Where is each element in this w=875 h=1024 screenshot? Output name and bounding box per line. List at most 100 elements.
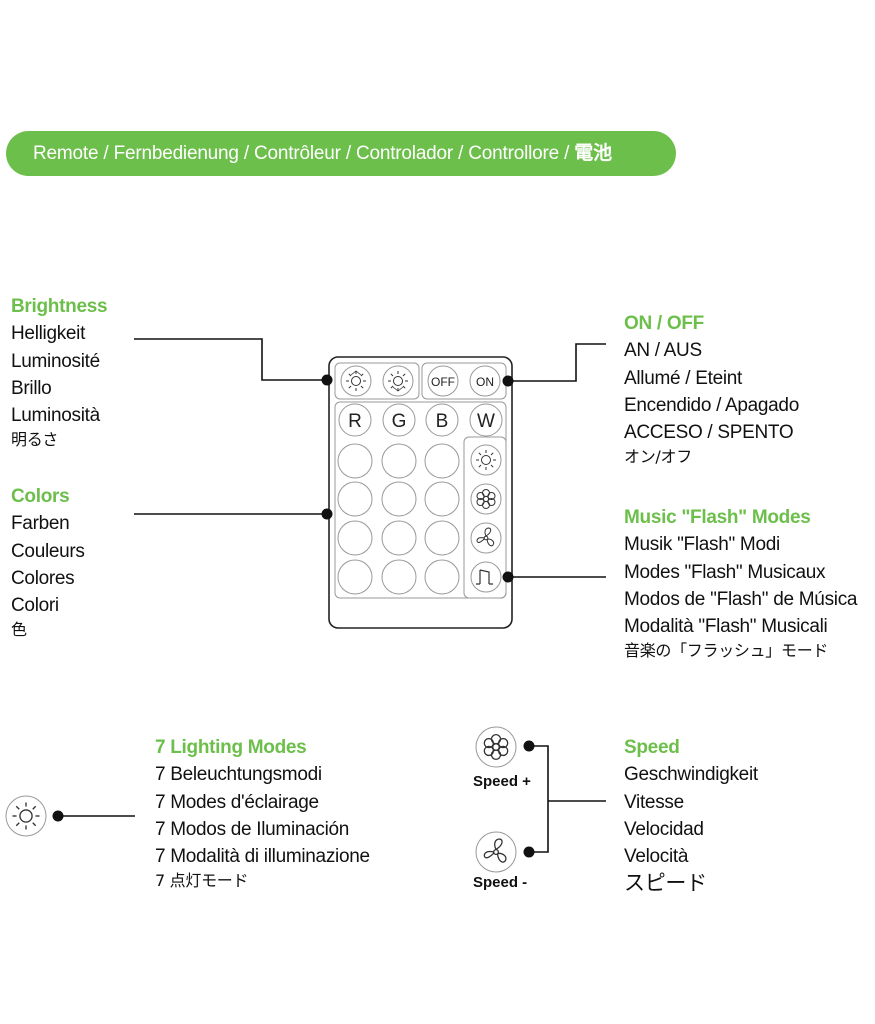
color-button[interactable] [424,520,460,556]
colors-dot [321,508,333,520]
green-button-label: G [392,411,407,432]
color-button[interactable] [337,520,373,556]
color-button[interactable] [381,443,417,479]
blue-button[interactable] [425,403,459,437]
colors-line-es: Colores [11,567,75,589]
speed-bracket [529,745,549,853]
speed-up-button[interactable] [470,483,502,515]
brightness-dot [321,374,333,386]
onoff-line-jp: オン/オフ [624,447,692,467]
onoff-label-block: ON / OFF AN / AUS Allumé / Eteint Encend… [624,310,799,468]
remote-body [328,356,513,629]
brightness-up-arrow-icon [350,370,362,376]
lighting-mode-icon-button [5,795,47,837]
color-button[interactable] [337,559,373,595]
onoff-line-fr: Allumé / Eteint [624,367,742,389]
blue-button-label: B [436,411,449,432]
speed-line-jp: スピード [624,871,707,896]
music-line-fr: Modes "Flash" Musicaux [624,561,826,583]
white-button-label: W [477,411,495,432]
color-button[interactable] [381,481,417,517]
color-button[interactable] [337,443,373,479]
colors-heading: Colors [11,486,70,507]
red-button[interactable] [338,403,372,437]
lighting-line-jp: 7 点灯モード [155,871,249,891]
lighting-line-de: 7 Beleuchtungsmodi [155,764,322,786]
banner-text-jp: 電池 [574,143,612,164]
brightness-line-it: Luminosità [11,405,100,427]
colors-line-jp: 色 [11,620,27,640]
speed-line-it: Velocità [624,846,689,868]
color-button[interactable] [381,559,417,595]
brightness-heading: Brightness [11,296,108,317]
music-dot [502,571,514,583]
music-mode-button[interactable] [470,561,502,593]
brightness-down-button[interactable] [382,365,414,397]
music-line-jp: 音楽の「フラッシュ」モード [624,641,829,661]
lighting-heading: 7 Lighting Modes [155,737,307,758]
onoff-line-de: AN / AUS [624,340,702,362]
lighting-line-fr: 7 Modes d'éclairage [155,791,319,813]
speed-minus-dot [523,846,535,858]
speed-line-fr: Vitesse [624,791,684,813]
callout-lines [58,338,606,853]
brightness-up-button[interactable] [340,365,372,397]
lighting-label-block: 7 Lighting Modes 7 Beleuchtungsmodi 7 Mo… [155,734,370,892]
off-button-label: OFF [431,375,455,389]
onoff-callout [508,343,606,382]
brightness-line-jp: 明るさ [11,430,59,450]
lighting-dot [52,810,64,822]
colors-line-fr: Couleurs [11,540,85,562]
colors-line-it: Colori [11,595,59,617]
colors-line-de: Farben [11,513,70,535]
color-button[interactable] [381,520,417,556]
color-button[interactable] [424,559,460,595]
brightness-line-fr: Luminosité [11,350,100,372]
music-line-it: Modalità "Flash" Musicali [624,616,828,638]
color-button[interactable] [424,443,460,479]
red-button-label: R [348,411,362,432]
on-button[interactable] [469,365,501,397]
speed-minus-caption: Speed - [473,874,528,891]
title-banner: Remote / Fernbedienung / Contrôleur / Co… [6,131,676,176]
speed-line-es: Velocidad [624,818,704,840]
brightness-callout [134,338,327,381]
color-buttons [337,443,460,595]
speed-label-block: Speed Geschwindigkeit Vitesse Velocidad … [624,734,758,896]
speed-line-de: Geschwindigkeit [624,764,758,786]
callout-dots [52,374,535,858]
speed-down-button[interactable] [470,522,502,554]
music-heading: Music "Flash" Modes [624,507,811,528]
onoff-heading: ON / OFF [624,313,704,334]
on-button-label: ON [476,375,494,389]
onoff-line-es: Encendido / Apagado [624,394,799,416]
brightness-down-arrow-icon [392,386,404,392]
brightness-line-es: Brillo [11,377,52,399]
lighting-line-it: 7 Modalità di illuminazione [155,846,370,868]
speed-plus-dot [523,740,535,752]
speed-plus-icon-button [475,726,517,768]
color-button[interactable] [424,481,460,517]
music-label-block: Music "Flash" Modes Musik "Flash" Modi M… [624,504,857,662]
green-button[interactable] [382,403,416,437]
brightness-group-frame [334,362,420,400]
speed-minus-icon-button [475,831,517,873]
color-button[interactable] [337,481,373,517]
speed-heading: Speed [624,737,680,758]
onoff-dot [502,375,514,387]
speed-plus-caption: Speed + [473,773,531,790]
brightness-label-block: Brightness Helligkeit Luminosité Brillo … [11,293,108,451]
brightness-line-de: Helligkeit [11,323,86,345]
colors-label-block: Colors Farben Couleurs Colores Colori 色 [11,483,85,641]
music-line-de: Musik "Flash" Modi [624,534,780,556]
mode-column-frame [463,436,507,599]
music-note-icon [476,569,493,585]
banner-text: Remote / Fernbedienung / Contrôleur / Co… [33,143,575,164]
lighting-mode-button[interactable] [470,444,502,476]
onoff-line-it: ACCESO / SPENTO [624,422,794,444]
lighting-line-es: 7 Modos de Iluminación [155,818,350,840]
white-button[interactable] [469,403,503,437]
off-button[interactable] [427,365,459,397]
music-line-es: Modos de ''Flash'' de Música [624,588,858,610]
